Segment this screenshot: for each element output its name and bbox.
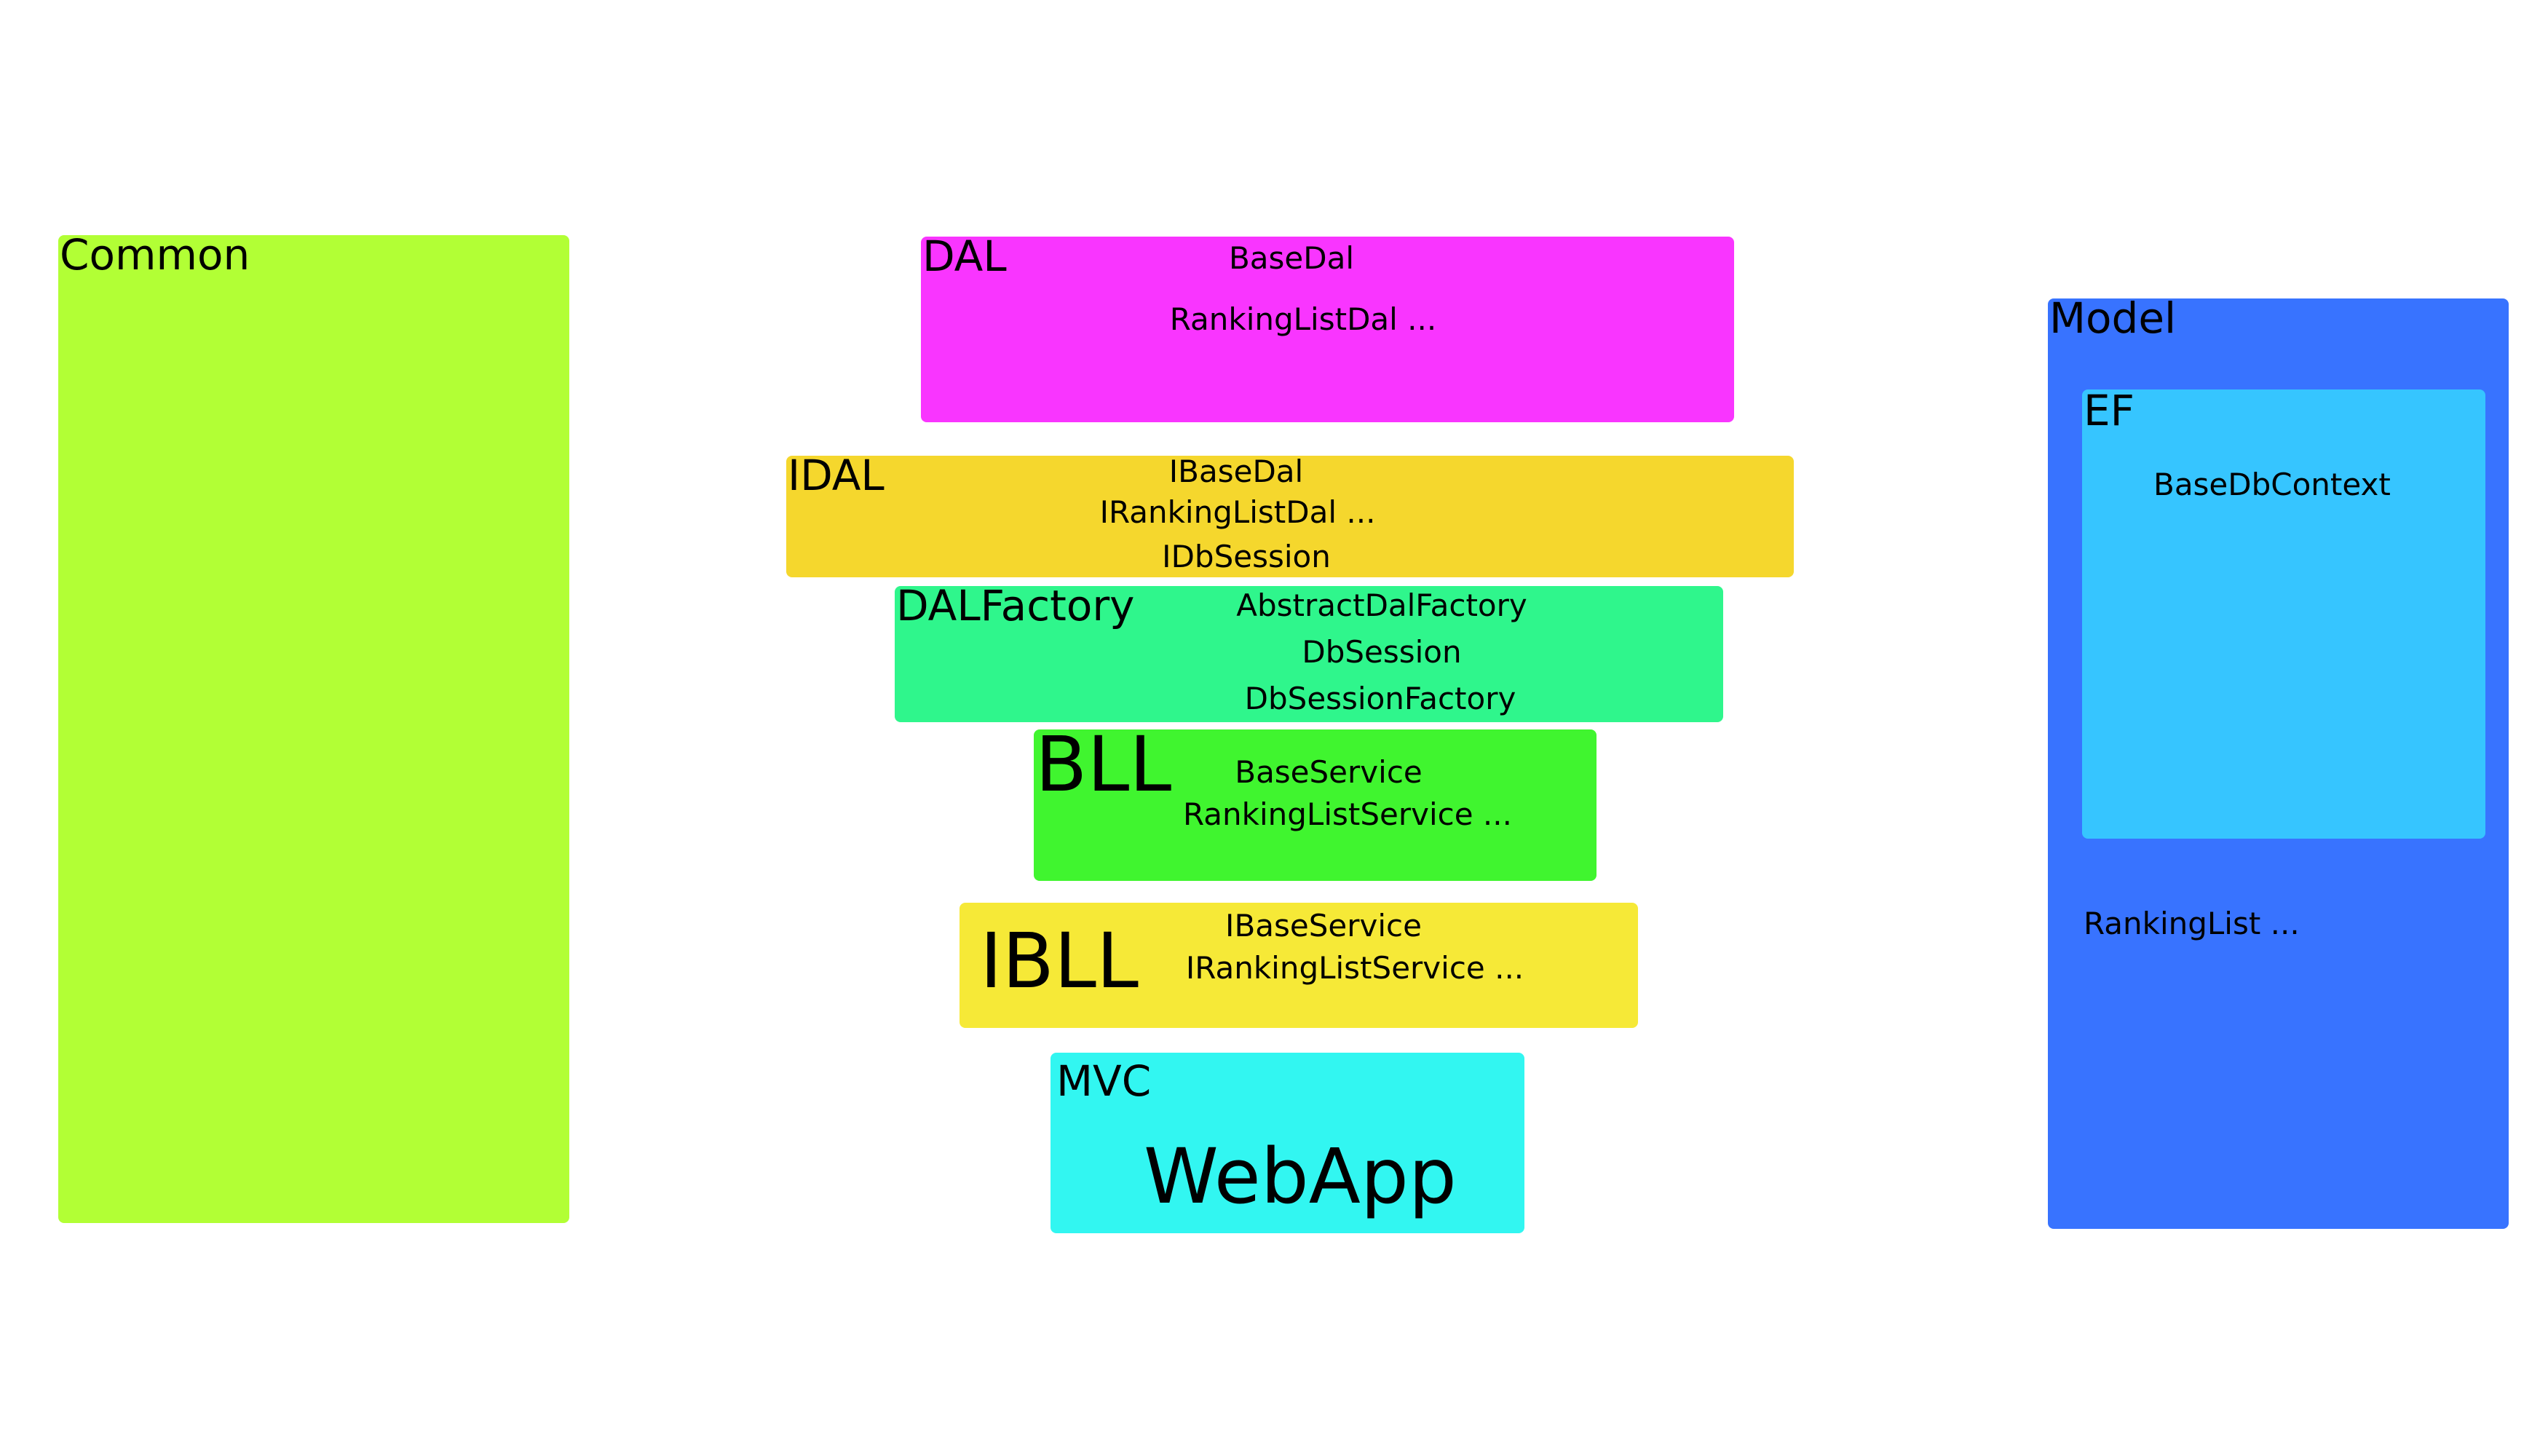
idal-layer-title: IDAL bbox=[788, 451, 885, 500]
dalfactory-item-dbsession: DbSession bbox=[1302, 634, 1462, 670]
common-layer-title: Common bbox=[60, 230, 250, 280]
dal-item-basedal: BaseDal bbox=[1228, 240, 1355, 276]
idal-layer-box: IDAL IBaseDal IRankingListDal ... IDbSes… bbox=[786, 451, 1794, 577]
idal-item-ibasedal: IBaseDal bbox=[1168, 454, 1304, 489]
common-layer-box: Common bbox=[58, 230, 569, 1223]
mvc-webapp-label: WebApp bbox=[1144, 1132, 1457, 1221]
ibll-item-ibaseservice: IBaseService bbox=[1225, 908, 1422, 943]
ibll-layer-box: IBLL IBaseService IRankingListService ..… bbox=[960, 903, 1638, 1028]
ef-box: EF BaseDbContext bbox=[2082, 389, 2485, 839]
idal-item-irankinglistdal: IRankingListDal ... bbox=[1099, 494, 1376, 530]
ibll-layer-title: IBLL bbox=[980, 917, 1139, 1005]
bll-item-baseservice: BaseService bbox=[1235, 754, 1423, 790]
ibll-item-irankinglistservice: IRankingListService ... bbox=[1185, 950, 1524, 986]
dal-layer-title: DAL bbox=[922, 232, 1007, 281]
bll-layer-title: BLL bbox=[1035, 720, 1172, 809]
model-item-rankinglist: RankingList ... bbox=[2084, 906, 2300, 941]
dal-item-rankinglistdal: RankingListDal ... bbox=[1169, 301, 1437, 337]
dalfactory-layer-box: DALFactory AbstractDalFactory DbSession … bbox=[895, 581, 1723, 722]
mvc-layer-title: MVC bbox=[1056, 1056, 1152, 1106]
dal-layer-box: DAL BaseDal RankingListDal ... bbox=[921, 232, 1734, 422]
ef-item-basedbcontext: BaseDbContext bbox=[2153, 467, 2391, 502]
bll-item-rankinglistservice: RankingListService ... bbox=[1183, 796, 1512, 832]
model-layer-title: Model bbox=[2049, 293, 2177, 343]
dalfactory-layer-title: DALFactory bbox=[896, 581, 1135, 630]
dalfactory-item-dbsessionfactory: DbSessionFactory bbox=[1244, 681, 1516, 716]
idal-item-idbsession: IDbSession bbox=[1162, 539, 1331, 574]
ef-title: EF bbox=[2084, 386, 2135, 435]
bll-layer-box: BLL BaseService RankingListService ... bbox=[1034, 720, 1597, 881]
mvc-layer-box: MVC WebApp bbox=[1051, 1053, 1524, 1233]
dalfactory-item-abstractdalfactory: AbstractDalFactory bbox=[1236, 587, 1527, 623]
